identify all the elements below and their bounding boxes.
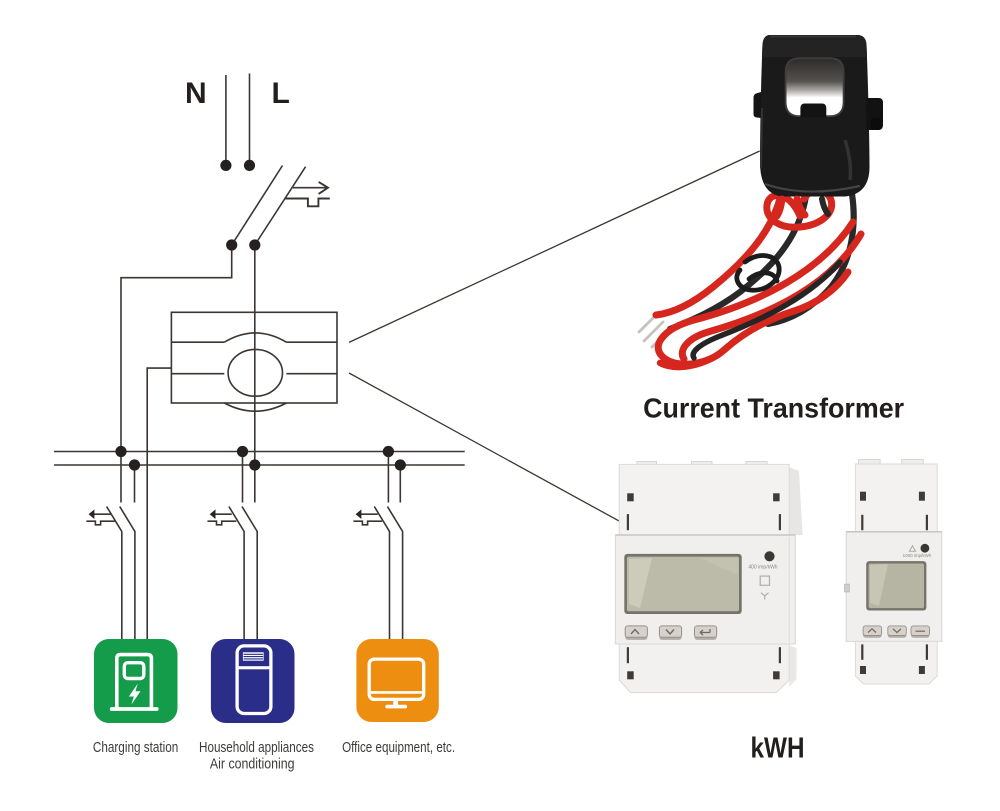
svg-text:Current Transformer: Current Transformer <box>643 393 904 424</box>
svg-text:L: L <box>272 77 290 110</box>
svg-text:Charging station: Charging station <box>93 739 178 756</box>
svg-text:kWH: kWH <box>751 733 805 765</box>
svg-text:1000 imp/kWh: 1000 imp/kWh <box>903 553 932 558</box>
svg-text:Air conditioning: Air conditioning <box>210 755 295 772</box>
svg-text:N: N <box>185 77 207 110</box>
svg-text:400 imp/kWh: 400 imp/kWh <box>748 565 777 571</box>
svg-text:Household appliances: Household appliances <box>199 739 314 756</box>
svg-text:Office equipment, etc.: Office equipment, etc. <box>342 739 455 756</box>
